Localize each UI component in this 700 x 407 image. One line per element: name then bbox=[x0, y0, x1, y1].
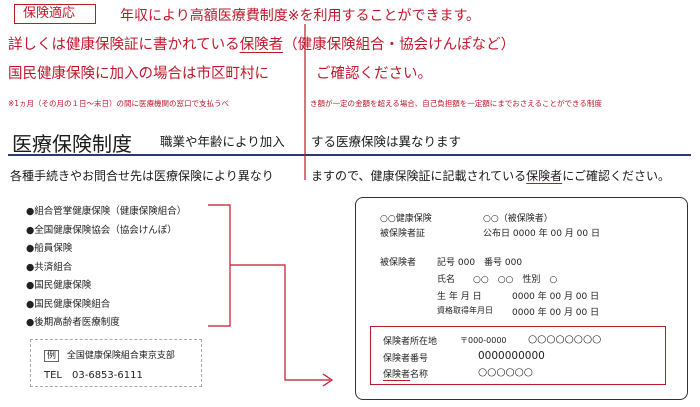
card-num-label: 保険者番号 bbox=[383, 354, 429, 364]
list-item: ●共済組合 bbox=[26, 261, 73, 273]
card-name-row: 氏名 ○○ ○○ 性別 ○ bbox=[437, 275, 558, 285]
section-body-right-post: にご確認ください。 bbox=[562, 169, 670, 183]
header-line-1: 年収により高額医療費制度※を利用することができます。 bbox=[120, 8, 481, 24]
card-name-label: 保険者名称 bbox=[383, 367, 428, 380]
card-birth-label: 生 年 月 日 bbox=[437, 292, 482, 302]
card-addr-label: 保険者所在地 bbox=[383, 337, 438, 347]
section-divider bbox=[8, 154, 691, 156]
card-kigo: 記号 000 番号 000 bbox=[437, 258, 523, 268]
header-line-2-post: （健康保険組合・協会けんぽなど） bbox=[283, 37, 516, 53]
card-acq-label: 資格取得年月日 bbox=[437, 306, 493, 315]
list-item: ●全国健康保険協会（協会けんぽ） bbox=[26, 224, 177, 236]
insurer-emphasis: 保険者 bbox=[239, 37, 284, 53]
header-line-2-pre: 詳しくは健康保険証に書かれている bbox=[8, 37, 240, 53]
card-name-label-post: 名称 bbox=[410, 370, 429, 380]
card-insured-label: 被保険者 bbox=[380, 258, 417, 268]
card-name-label-em: 保険者 bbox=[383, 370, 411, 380]
section-body-left: 各種手続きやお問合せ先は医療保険により異なり bbox=[10, 169, 274, 183]
arrow-head bbox=[322, 373, 334, 387]
card-addr-value: ○○○○○○○○ bbox=[528, 333, 602, 345]
header-line-2: 詳しくは健康保険証に書かれている保険者（健康保険組合・協会けんぽなど） bbox=[8, 33, 515, 54]
list-item: ●国民健康保険組合 bbox=[26, 298, 111, 310]
insurer-list: ●組合管掌健康保険（健康保険組合） ●全国健康保険協会（協会けんぽ） ●船員保険… bbox=[26, 203, 186, 333]
card-num-value: 0000000000 bbox=[478, 350, 545, 362]
card-name-value: ○○○○○○ bbox=[478, 366, 533, 378]
section-subtitle-left: 職業や年齢により加入 bbox=[160, 134, 285, 149]
card-title: 被保険者証 bbox=[380, 229, 426, 239]
card-issue-date: 公布日 0000 年 00 月 00 日 bbox=[483, 229, 600, 239]
section-title: 医療保険制度 bbox=[12, 132, 132, 156]
list-item: ●後期高齢者医療制度 bbox=[26, 317, 120, 328]
insurer-info-box bbox=[370, 326, 666, 385]
header-line-3-right: ご確認ください。 bbox=[316, 66, 432, 82]
example-tag: 例 bbox=[44, 350, 60, 362]
card-insured: ○○（被保険者） bbox=[483, 214, 553, 224]
example-name-row: 例 全国健康保険組合東京支部 bbox=[44, 348, 175, 362]
insurance-applicable-badge: 保険適応 bbox=[14, 4, 97, 24]
section-body-right-pre: ますので、健康保険証に記載されている bbox=[311, 169, 527, 183]
footnote-left: ※1ヵ月（その月の１日～末日）の間に医療機関の窓口で支払うべ bbox=[8, 99, 230, 108]
card-addr-postal: 〒000-0000 bbox=[460, 336, 507, 345]
card-acq-value: 0000 年 00 月 00 日 bbox=[512, 308, 600, 318]
badge-label: 保険適応 bbox=[23, 6, 76, 21]
list-item: ●組合管掌健康保険（健康保険組合） bbox=[26, 206, 187, 217]
list-bracket bbox=[208, 204, 231, 327]
example-tel: TEL 03-6853-6111 bbox=[44, 370, 143, 381]
example-box bbox=[30, 339, 202, 387]
card-insurance-label: ○○健康保険 bbox=[380, 214, 432, 224]
example-name: 全国健康保険組合東京支部 bbox=[66, 351, 175, 361]
section-subtitle-right: する医療保険は異なります bbox=[311, 134, 462, 149]
header-line-3-left: 国民健康保険に加入の場合は市区町村に bbox=[8, 66, 269, 82]
footnote-right: き額が一定の金額を超える場合、自己負担額を一定額にまでおさえることができる制度 bbox=[310, 99, 602, 108]
insurance-card bbox=[355, 197, 688, 400]
list-item: ●船員保険 bbox=[26, 243, 73, 254]
arrow-connector bbox=[230, 264, 330, 381]
insurer-emphasis-2: 保険者 bbox=[526, 169, 563, 183]
list-item: ●国民健康保険 bbox=[26, 280, 92, 291]
section-body-right: ますので、健康保険証に記載されている保険者にご確認ください。 bbox=[311, 167, 670, 184]
card-birth-value: 0000 年 00 月 00 日 bbox=[512, 292, 600, 302]
